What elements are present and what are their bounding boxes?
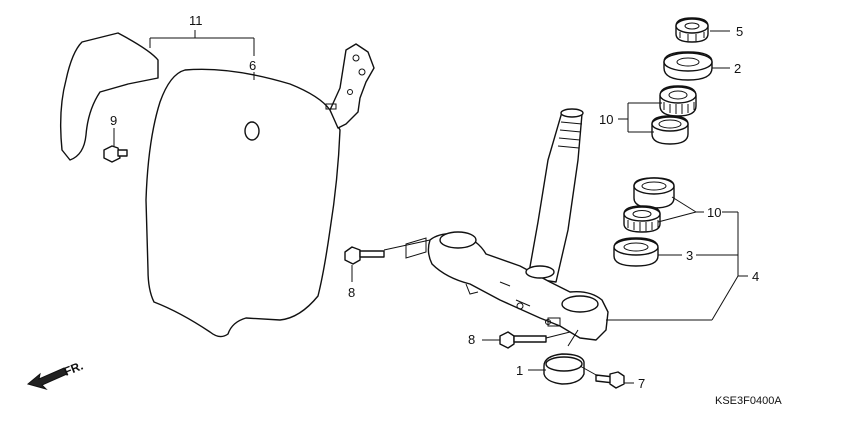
callout-9: 9 — [110, 113, 117, 128]
callout-11: 11 — [189, 13, 203, 28]
clamp-1 — [543, 329, 585, 385]
bolt-8-lower — [499, 331, 571, 349]
callout-4: 4 — [752, 269, 759, 284]
upper-race — [651, 115, 689, 145]
callout-3: 3 — [686, 248, 693, 263]
lock-nut — [675, 17, 709, 43]
diagram-code: KSE3F0400A — [715, 395, 782, 407]
adjusting-nut — [663, 51, 713, 81]
dust-seal — [613, 237, 659, 267]
lower-race — [633, 177, 675, 209]
front-direction-arrow: FR. — [26, 359, 85, 390]
number-plate — [145, 43, 375, 338]
number-plate-side-piece — [59, 32, 159, 161]
bolt-7 — [579, 365, 625, 389]
callout-8-upper: 8 — [348, 285, 355, 300]
callout-7: 7 — [638, 376, 645, 391]
callout-5: 5 — [736, 24, 743, 39]
leader-lines — [113, 30, 748, 384]
upper-bearing — [659, 85, 697, 117]
bolt-9 — [103, 130, 128, 163]
bolt-8-upper — [344, 237, 431, 265]
callout-1: 1 — [516, 363, 523, 378]
callout-10-lower: 10 — [707, 205, 721, 220]
callout-8-lower: 8 — [468, 332, 475, 347]
direction-label: FR. — [62, 359, 85, 379]
callout-10-upper: 10 — [599, 112, 613, 127]
callout-6: 6 — [249, 58, 256, 73]
callout-2: 2 — [734, 61, 741, 76]
lower-bearing — [623, 205, 661, 233]
steering-stem — [427, 108, 609, 341]
